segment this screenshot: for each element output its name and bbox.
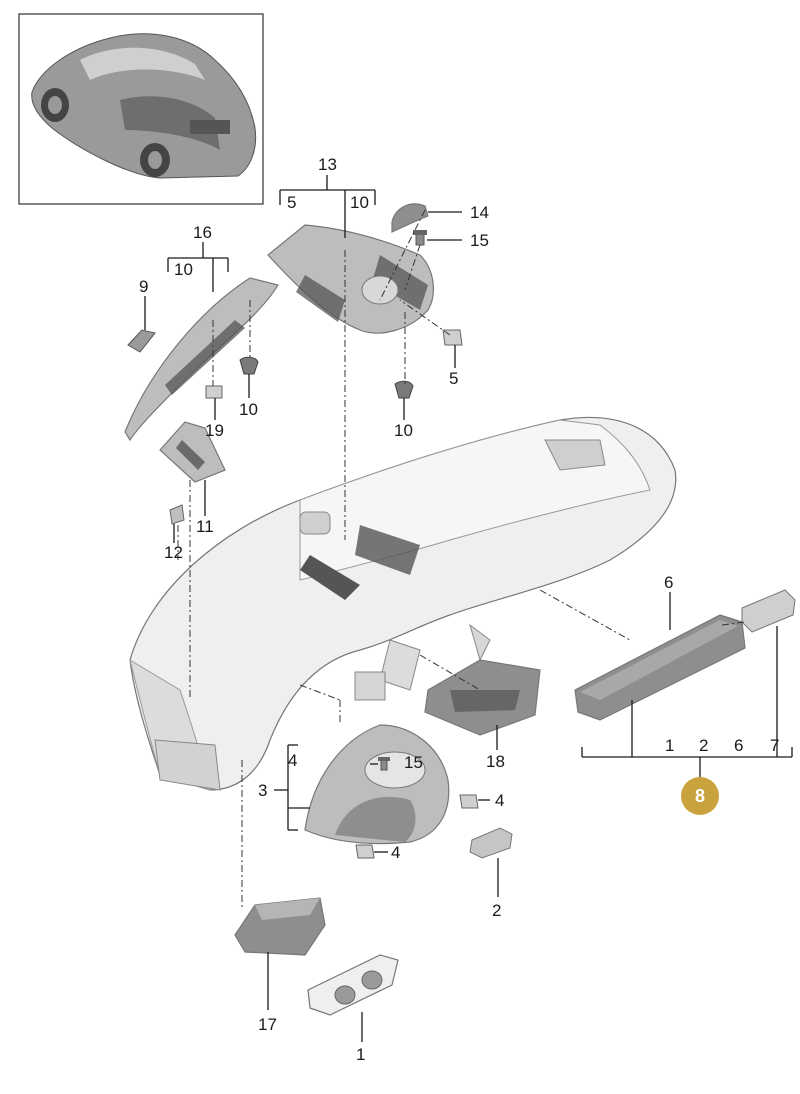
car-silhouette-icon	[31, 33, 257, 179]
part-4-clip-right	[459, 794, 479, 809]
assembly-lines	[177, 209, 746, 910]
callout-8-sub-1: 1	[665, 736, 674, 755]
callout-8: 8	[695, 786, 705, 806]
callout-14: 14	[470, 203, 489, 222]
part-10-fastener-mid	[394, 380, 414, 399]
callout-4-bottom: 4	[391, 843, 400, 862]
part-4-clip-bottom	[355, 844, 375, 859]
part-16-side-trim	[124, 277, 279, 442]
callout-1: 1	[356, 1045, 365, 1064]
callout-15-top: 15	[470, 231, 489, 250]
callout-9: 9	[139, 277, 148, 296]
callout-8-badge-circle	[681, 777, 719, 815]
callout-12: 12	[164, 543, 183, 562]
part-19-clip	[205, 385, 223, 399]
callout-3: 3	[258, 781, 267, 800]
callout-11: 11	[196, 517, 214, 536]
car-thumbnail	[18, 13, 264, 205]
callout-2: 2	[492, 901, 501, 920]
callout-18: 18	[486, 752, 505, 771]
part-1-bezel	[307, 954, 399, 1016]
part-15-screw-mid	[378, 757, 390, 771]
part-7-cover	[741, 589, 796, 633]
callout-19: 19	[205, 421, 224, 440]
part-18-center-vent	[424, 659, 541, 736]
part-17-lower-housing	[234, 897, 326, 956]
part-15-screw-top	[413, 230, 427, 246]
callout-8-sub-2: 2	[699, 736, 708, 755]
callout-16: 16	[193, 223, 212, 242]
callout-16-sub-10: 10	[174, 260, 193, 279]
callout-13-sub-5: 5	[287, 193, 296, 212]
callout-5: 5	[449, 369, 458, 388]
callout-6: 6	[664, 573, 673, 592]
part-3-cluster-housing	[304, 724, 450, 845]
callout-3-sub-4: 4	[288, 751, 297, 770]
callout-8-sub-6: 6	[734, 736, 743, 755]
part-13-center-trim	[267, 224, 434, 334]
part-14-cover	[391, 203, 429, 233]
callout-10-mid: 10	[394, 421, 413, 440]
callout-10-left: 10	[239, 400, 258, 419]
callout-17: 17	[258, 1015, 277, 1034]
part-6-module	[574, 614, 746, 721]
callout-4-right: 4	[495, 791, 504, 810]
part-10-fastener-left	[239, 356, 259, 375]
callout-13-sub-10: 10	[350, 193, 369, 212]
callout-labels: 13 5 10 14 15 16 10 9 19 10 5 10 11 12 6…	[139, 155, 779, 1064]
leader-lines	[144, 175, 793, 1042]
callout-15-mid: 15	[404, 753, 423, 772]
callout-8-sub-7: 7	[770, 736, 779, 755]
part-11-side-vent	[159, 421, 226, 483]
dashboard-panel	[129, 416, 677, 791]
part-9-clip	[127, 329, 156, 353]
part-2-cap	[469, 827, 513, 859]
callout-8-badge: 8	[681, 777, 719, 815]
part-12-bracket	[169, 504, 185, 525]
callout-13: 13	[318, 155, 337, 174]
